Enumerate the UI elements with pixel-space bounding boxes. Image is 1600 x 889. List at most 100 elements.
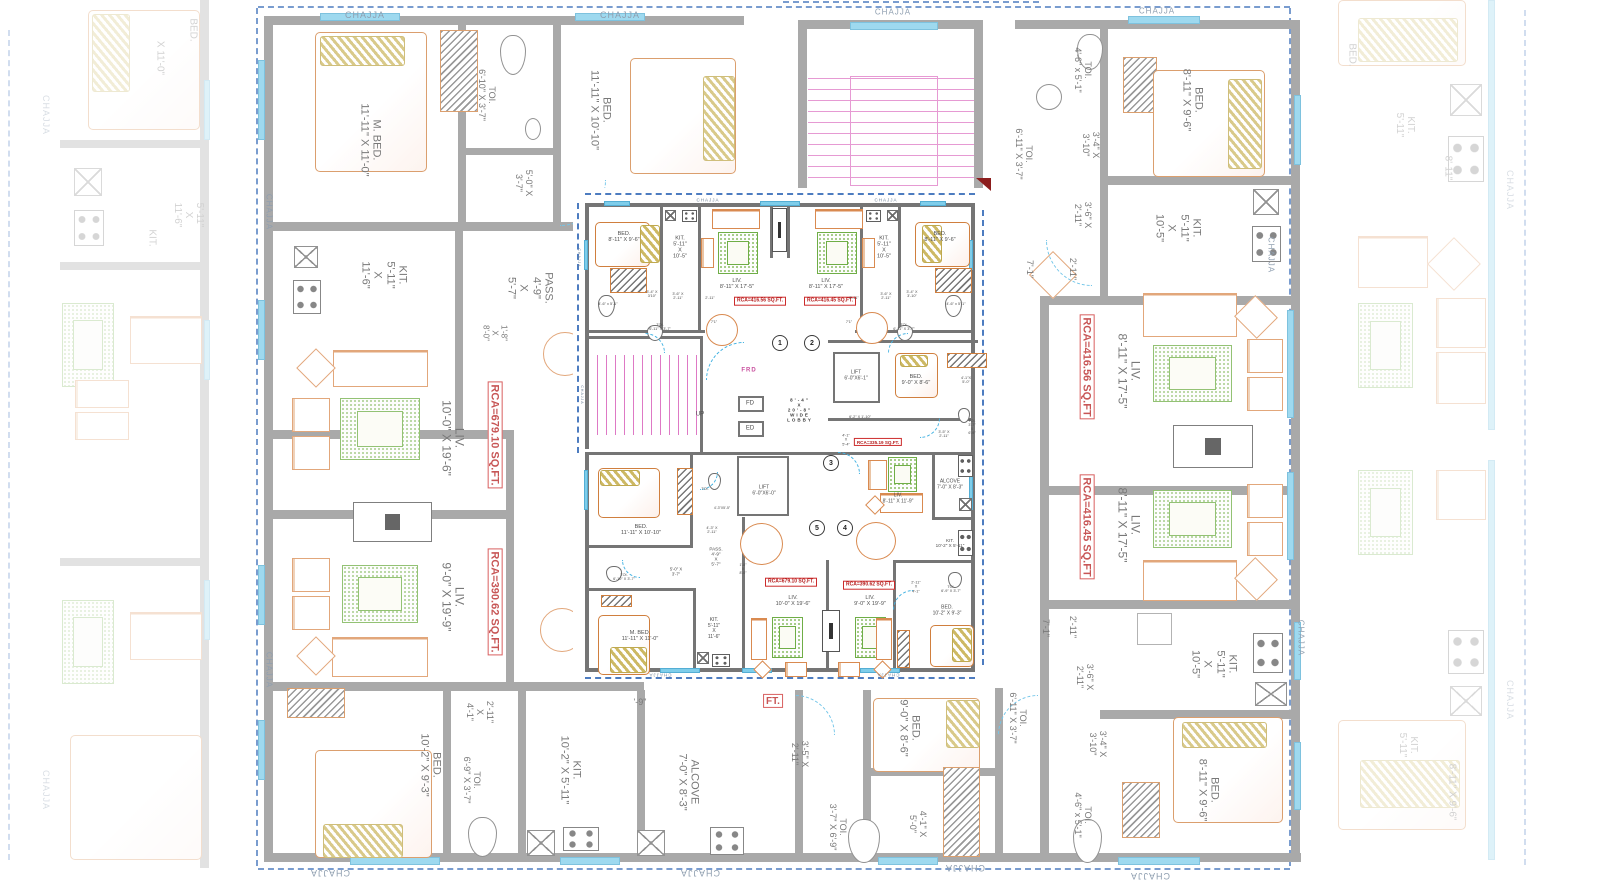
pillows-icon xyxy=(640,225,660,263)
room-label: LIV. 8'-11" X 11'-9" xyxy=(882,492,914,504)
room-label: TOI. 6'-9" X 3'-7" xyxy=(941,584,961,593)
stove-icon xyxy=(563,827,599,851)
door-swing-icon xyxy=(838,452,860,474)
pillows-icon xyxy=(320,36,405,66)
pillows-icon xyxy=(1182,722,1267,748)
sofa-icon xyxy=(1358,236,1428,288)
dining-table-icon xyxy=(740,523,783,565)
room-label: LIFT 6'-0"X6'-1" xyxy=(844,369,868,381)
chajja-label: CHAJJA xyxy=(579,385,584,405)
dining-table-icon xyxy=(856,312,888,344)
room-label: 4'-1" X 5'-4" xyxy=(842,433,850,447)
room-label: 4'-6" x 5'-1" xyxy=(598,301,618,306)
armchair-icon xyxy=(1247,522,1283,556)
pillows-icon xyxy=(922,225,942,263)
chajja-label: CHAJJA xyxy=(876,672,900,678)
lift-shaft xyxy=(738,421,764,437)
window-strip xyxy=(584,240,588,270)
sink-icon xyxy=(294,246,318,268)
sink-icon xyxy=(697,652,709,664)
window-strip xyxy=(878,857,938,865)
window-strip xyxy=(1118,857,1200,865)
sink-icon xyxy=(74,168,102,196)
armchair-icon xyxy=(868,460,887,490)
armchair-icon xyxy=(1247,339,1283,373)
sink-icon xyxy=(887,210,898,221)
stove-icon xyxy=(1252,226,1281,262)
wall xyxy=(1291,20,1300,862)
chajja-boundary-line xyxy=(258,6,1290,8)
frd-label: FRD xyxy=(741,367,757,374)
stove-icon xyxy=(293,280,321,314)
wall xyxy=(893,560,975,563)
wardrobe-icon xyxy=(897,630,910,668)
pillows-icon xyxy=(1228,79,1262,169)
washbasin-icon xyxy=(525,118,541,140)
unit-number-badge: 3 xyxy=(823,455,839,471)
wall xyxy=(506,430,514,690)
wall xyxy=(855,330,975,333)
wall xyxy=(893,560,896,668)
sofa-icon xyxy=(876,618,892,660)
pillows-icon xyxy=(610,647,647,673)
pillows-icon xyxy=(1358,18,1458,62)
sofa-icon xyxy=(1143,560,1237,601)
window-strip xyxy=(258,565,265,625)
rca-area-label: RCA=679.10 SQ.FT. xyxy=(765,577,817,587)
room-label: 7'1" xyxy=(845,319,853,324)
wall xyxy=(455,231,463,437)
tv-unit-icon xyxy=(353,502,432,542)
window-strip xyxy=(1294,622,1301,680)
wardrobe-icon xyxy=(610,268,647,293)
rug-icon xyxy=(718,232,758,274)
room-label: TOI. 3'-7" X 6'-9" xyxy=(968,418,976,436)
room-label: 3'-5" X 2'-11" xyxy=(938,429,950,438)
chajja-boundary-line xyxy=(1289,8,1291,866)
wall xyxy=(693,588,696,672)
room-label: BED. 10'-2" X 9'-3" xyxy=(932,604,962,616)
bed-icon xyxy=(70,735,202,860)
pillows-icon xyxy=(952,628,972,662)
stove-icon xyxy=(1448,630,1484,674)
room-label: LIV. 9'-0" X 19'-9" xyxy=(854,594,886,607)
window-strip xyxy=(760,201,800,206)
room-label: BED. 9'-0" X 8'-6" xyxy=(901,373,931,386)
room-label: 4'-6" x 5'-1" xyxy=(946,301,966,306)
armchair-icon xyxy=(838,662,860,677)
rca-area-label: RCA=416.45 SQ.FT. xyxy=(804,296,856,306)
stair-rail xyxy=(850,76,938,186)
wall xyxy=(637,690,645,858)
north-marker xyxy=(976,178,991,191)
wall xyxy=(585,545,693,548)
armchair-icon xyxy=(292,596,330,630)
wall xyxy=(1100,20,1108,305)
room-label: ED xyxy=(745,425,755,432)
room-label: 3'-4" X 3'-10" xyxy=(906,289,918,298)
dining-table-icon xyxy=(856,522,896,560)
chajja-label: CHAJJA xyxy=(648,672,672,678)
wall xyxy=(798,20,807,188)
tv-unit-icon xyxy=(772,208,787,252)
pillows-icon xyxy=(703,76,735,161)
wardrobe-icon xyxy=(677,468,693,515)
room-label: 2'-11" xyxy=(849,295,859,300)
sofa-icon xyxy=(815,209,863,229)
chajja-boundary-line xyxy=(585,677,975,679)
rug-icon xyxy=(888,457,917,492)
sofa-icon xyxy=(751,618,767,660)
wall xyxy=(264,222,745,231)
armchair-icon xyxy=(1247,377,1283,411)
wall xyxy=(585,203,589,449)
chajja-label: CHAJJA xyxy=(696,197,720,203)
toilet-icon xyxy=(848,819,880,863)
room-label: 7'1" xyxy=(710,319,718,324)
window-strip xyxy=(320,13,400,21)
lift-shaft xyxy=(737,456,789,516)
wall xyxy=(264,853,1301,862)
chajja-boundary-line xyxy=(258,868,1290,870)
sink-icon xyxy=(1450,686,1482,716)
toilet-icon xyxy=(468,817,497,857)
window-strip xyxy=(1128,16,1200,24)
unit-number-badge: 2 xyxy=(804,335,820,351)
